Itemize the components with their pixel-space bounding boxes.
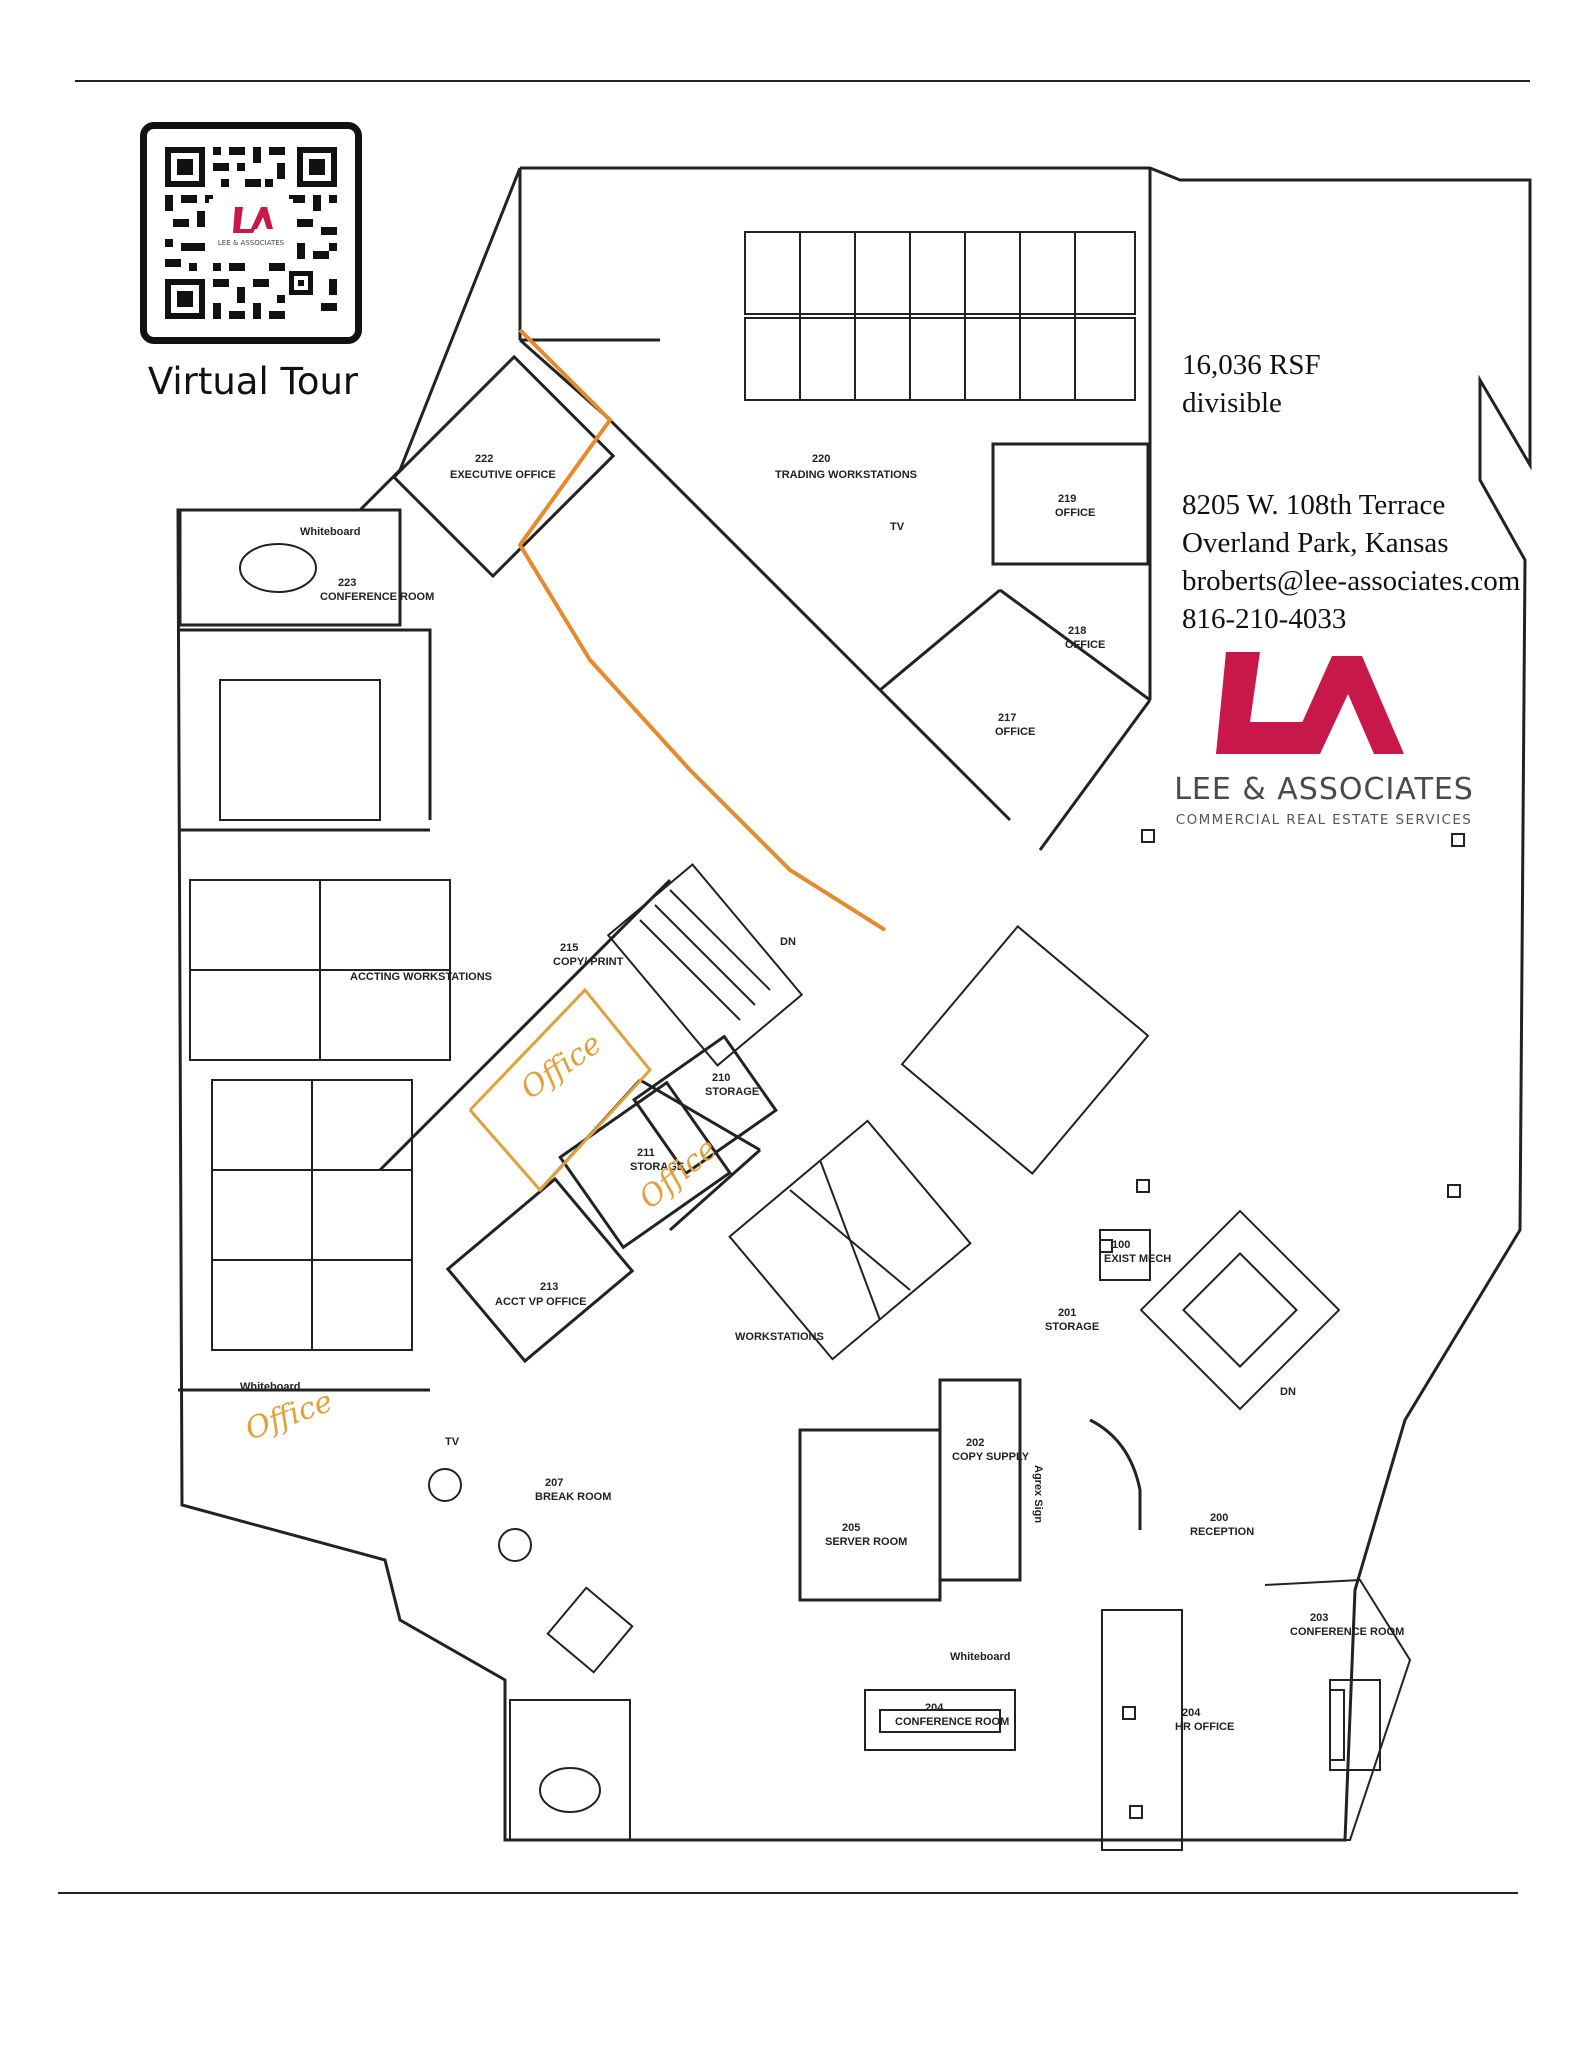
qr-code-pattern: LEE & ASSOCIATES: [165, 147, 337, 319]
label-copy-print: COPY/ PRINT: [553, 956, 624, 968]
label-office-218-no: 218: [1068, 625, 1086, 637]
label-conference-223-no: 223: [338, 577, 356, 589]
address-line-2: Overland Park, Kansas: [1182, 527, 1449, 559]
label-workstations: WORKSTATIONS: [735, 1331, 824, 1343]
property-size: 16,036 RSF: [1182, 349, 1321, 381]
copy-supply-202: [938, 1378, 1022, 1582]
label-hr-office-no: 204: [1182, 1707, 1201, 1719]
brand-name: LEE & ASSOCIATES: [1174, 772, 1474, 807]
label-office-217-no: 217: [998, 712, 1016, 724]
label-hr-office: HR OFFICE: [1175, 1721, 1234, 1733]
label-whiteboard-3: Whiteboard: [950, 1651, 1011, 1663]
handwritten-office-b: Office: [633, 1131, 724, 1216]
label-break-room-no: 207: [545, 1477, 563, 1489]
suite-boundary-line: [517, 328, 887, 932]
label-accting: ACCTING WORKSTATIONS: [350, 971, 492, 983]
label-reception-no: 200: [1210, 1512, 1228, 1524]
label-copy-print-no: 215: [560, 942, 578, 954]
label-storage-210: STORAGE: [705, 1086, 759, 1098]
contact-phone[interactable]: 816-210-4033: [1182, 603, 1347, 635]
label-storage-210-no: 210: [712, 1072, 730, 1084]
label-acct-office-no: 213: [540, 1281, 558, 1293]
stair-core-right: [1139, 1209, 1341, 1411]
label-reception: RECEPTION: [1190, 1526, 1254, 1538]
label-executive-office: EXECUTIVE OFFICE: [450, 469, 556, 481]
label-conference-203-no: 203: [1310, 1612, 1328, 1624]
label-tv-1: TV: [890, 521, 905, 533]
label-mech-no: 100: [1112, 1239, 1130, 1251]
server-room-205: [798, 1428, 942, 1602]
label-break-room: BREAK ROOM: [535, 1491, 611, 1503]
accounting-cubicles: [189, 679, 451, 1351]
label-acct-office: ACCT VP OFFICE: [495, 1296, 586, 1308]
executive-office-room: [391, 354, 616, 579]
storage-211: [558, 1080, 732, 1250]
label-office-218: OFFICE: [1065, 639, 1105, 651]
qr-brand-mini: LEE & ASSOCIATES: [218, 239, 285, 247]
conference-table-223: [239, 543, 317, 593]
label-conference-223: CONFERENCE ROOM: [320, 591, 434, 603]
label-copy-supply-no: 202: [966, 1437, 984, 1449]
reception-desk: [1089, 1418, 1142, 1530]
label-mech: EXIST MECH: [1104, 1253, 1171, 1265]
virtual-tour-caption: Virtual Tour: [147, 360, 359, 403]
handwritten-office-c: Office: [241, 1384, 338, 1448]
label-tv-2: TV: [445, 1436, 460, 1448]
office-outline-orange: [468, 987, 652, 1193]
center-workstations: [728, 1119, 972, 1361]
brand-tagline: COMMERCIAL REAL ESTATE SERVICES: [1175, 812, 1473, 828]
acct-office-213: [445, 1176, 635, 1364]
handwritten-office-a: Office: [515, 1026, 609, 1106]
label-dn-2: DN: [1280, 1386, 1296, 1398]
conference-203: [1264, 1578, 1412, 1841]
bottom-rule: [58, 1892, 1518, 1894]
address-line-1: 8205 W. 108th Terrace: [1182, 489, 1446, 521]
label-conference-room-no: 204: [925, 1702, 944, 1714]
label-conference-room: CONFERENCE ROOM: [895, 1716, 1009, 1728]
label-executive-office-no: 222: [475, 453, 493, 465]
trading-cubicles: [744, 231, 1136, 401]
lee-associates-logo-icon: [1216, 652, 1404, 754]
stair-core: [606, 863, 804, 1067]
top-rule: [75, 80, 1530, 82]
label-server-room: SERVER ROOM: [825, 1536, 907, 1548]
label-server-room-no: 205: [842, 1522, 860, 1534]
label-copy-supply: COPY SUPPLY: [952, 1451, 1030, 1463]
office-219-room: [991, 442, 1150, 566]
label-storage-201: STORAGE: [1045, 1321, 1099, 1333]
marker-squares: [1099, 829, 1465, 1819]
small-conference: [509, 1699, 631, 1841]
break-room-furniture: [428, 1468, 634, 1674]
label-storage-201-no: 201: [1058, 1307, 1076, 1319]
contact-email[interactable]: broberts@lee-associates.com: [1182, 565, 1521, 597]
label-conference-203: CONFERENCE ROOM: [1290, 1626, 1404, 1638]
label-storage-211: STORAGE: [630, 1161, 684, 1173]
label-office-217: OFFICE: [995, 726, 1035, 738]
label-sign: Agrex Sign: [1032, 1465, 1044, 1523]
label-whiteboard-1: Whiteboard: [300, 526, 361, 538]
label-trading: TRADING WORKSTATIONS: [775, 469, 917, 481]
bottom-conference: [864, 1609, 1183, 1851]
label-whiteboard-2: Whiteboard: [240, 1381, 301, 1393]
building-outline: [176, 166, 1532, 1842]
label-trading-no: 220: [812, 453, 830, 465]
qr-code[interactable]: LEE & ASSOCIATES: [140, 122, 362, 344]
qr-mini-logo-icon: [233, 207, 273, 233]
storage-210: [632, 1034, 778, 1176]
label-office-219-no: 219: [1058, 493, 1076, 505]
label-dn-1: DN: [780, 936, 796, 948]
property-divisible: divisible: [1182, 387, 1282, 419]
label-storage-211-no: 211: [637, 1147, 655, 1159]
label-office-219: OFFICE: [1055, 507, 1095, 519]
conference-room-223: [178, 508, 402, 627]
